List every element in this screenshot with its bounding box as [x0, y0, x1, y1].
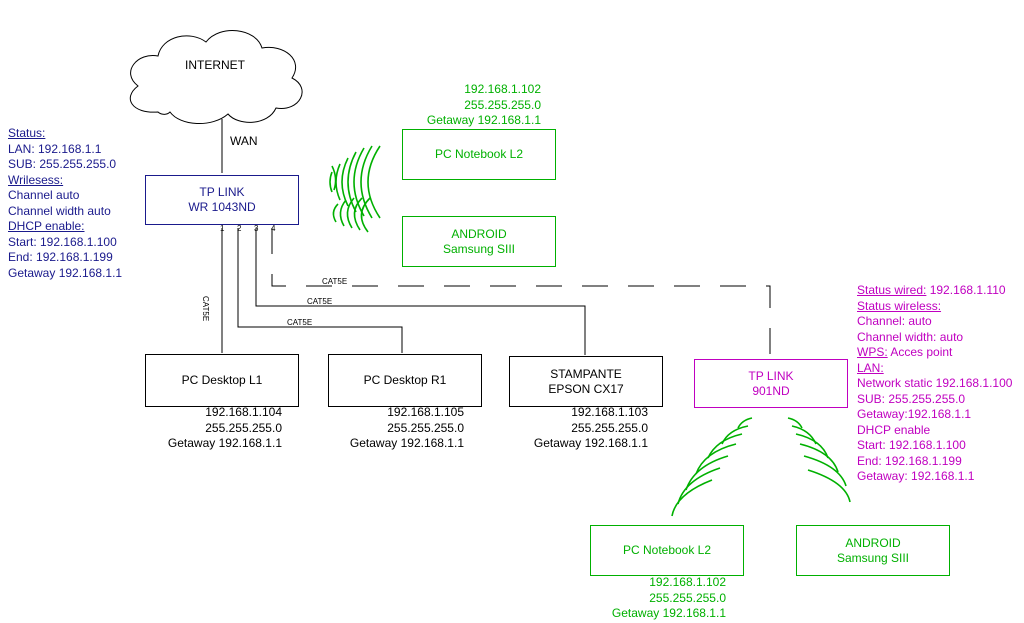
ap-status-wired: Status wired: 192.168.1.110 [857, 283, 1012, 299]
notebook-bottom-ip: 192.168.1.102 [649, 575, 726, 589]
router-dhcp-end: End: 192.168.1.199 [8, 250, 113, 264]
access-point-box: TP LINK 901ND [694, 359, 848, 408]
printer-gateway: Getaway 192.168.1.1 [533, 436, 648, 450]
router-gateway: Getaway 192.168.1.1 [8, 265, 123, 280]
desktop-l1-gateway: Getaway 192.168.1.1 [167, 436, 282, 450]
cable-port3-printer [255, 228, 586, 355]
printer-mask: 255.255.255.0 [571, 420, 648, 435]
router-dhcp-start: Start: 192.168.1.100 [8, 234, 117, 249]
notebook-top-gateway: Getaway 192.168.1.1 [426, 113, 541, 127]
cable-label-2: CAT5E [287, 318, 313, 327]
notebook-top-label: PC Notebook L2 [434, 147, 524, 161]
ap-gateway: Getaway:192.168.1.1 [857, 407, 972, 421]
router-main-model: WR 1043ND [188, 200, 256, 214]
android-top-name: ANDROID [451, 226, 507, 241]
cable-port2-desktop-r1 [237, 228, 403, 353]
desktop-r1-gateway: Getaway 192.168.1.1 [349, 436, 464, 450]
cable-label-3: CAT5E [307, 297, 333, 306]
desktop-l1-mask: 255.255.255.0 [205, 420, 282, 435]
ap-dhcp: DHCP enable [857, 422, 931, 437]
desktop-r1-addresses: 192.168.1.105 255.255.255.0 Getaway 192.… [340, 405, 464, 452]
printer-ip: 192.168.1.103 [571, 405, 648, 419]
android-top-model: Samsung SIII [442, 241, 516, 256]
ap-dhcp-start: Start: 192.168.1.100 [857, 438, 966, 452]
router-main-name: TP LINK [199, 185, 245, 199]
router-main-box: TP LINK WR 1043ND [145, 175, 299, 225]
ap-lan-heading: LAN: [857, 360, 884, 375]
desktop-l1-addresses: 192.168.1.104 255.255.255.0 Getaway 192.… [160, 405, 282, 452]
desktop-l1-label: PC Desktop L1 [181, 373, 263, 387]
router-info: Status: LAN: 192.168.1.1 SUB: 255.255.25… [8, 126, 122, 281]
ap-network: Network static 192.168.1.100 [857, 376, 1013, 390]
router-wireless-heading: Wrilesess: [8, 172, 64, 187]
printer-addresses: 192.168.1.103 255.255.255.0 Getaway 192.… [520, 405, 648, 452]
android-bottom-model: Samsung SIII [836, 550, 910, 565]
ap-wps-value: Acces point [887, 345, 953, 359]
ap-wps: WPS: Acces point [857, 345, 1012, 361]
notebook-top-mask: 255.255.255.0 [464, 97, 541, 112]
access-point-model: 901ND [752, 383, 790, 398]
wifi-waves-router [329, 145, 381, 233]
android-top-box: ANDROID Samsung SIII [402, 216, 556, 267]
notebook-bottom-box: PC Notebook L2 [590, 525, 744, 576]
router-port-4: 4 [271, 224, 276, 233]
router-port-3: 3 [254, 224, 259, 233]
notebook-bottom-gateway: Getaway 192.168.1.1 [611, 606, 726, 620]
ap-gateway-2: Getaway: 192.168.1.1 [857, 469, 975, 483]
ap-status-wired-heading: Status wired: [857, 283, 927, 297]
ap-dhcp-end: End: 192.168.1.199 [857, 453, 962, 468]
ap-channel-width: Channel width: auto [857, 329, 964, 344]
wifi-waves-ap [671, 417, 851, 517]
notebook-bottom-label: PC Notebook L2 [622, 543, 712, 557]
desktop-r1-mask: 255.255.255.0 [387, 420, 464, 435]
router-channel-width: Channel width auto [8, 203, 111, 218]
router-port-2: 2 [237, 224, 242, 233]
printer-name: STAMPANTE [550, 366, 622, 381]
internet-label: INTERNET [185, 58, 245, 72]
notebook-top-addresses: 192.168.1.102 255.255.255.0 Getaway 192.… [395, 82, 541, 129]
access-point-name: TP LINK [748, 368, 794, 383]
printer-model: EPSON CX17 [548, 381, 624, 396]
cable-label-4: CAT5E [322, 277, 348, 286]
access-point-info: Status wired: 192.168.1.110 Status wirel… [857, 283, 1012, 485]
cable-label-1: CAT5E [201, 296, 210, 322]
wan-label: WAN [230, 134, 258, 148]
notebook-bottom-addresses: 192.168.1.102 255.255.255.0 Getaway 192.… [600, 575, 726, 622]
ap-channel: Channel: auto [857, 314, 932, 328]
ap-status-wired-value: 192.168.1.110 [926, 283, 1006, 297]
ap-sub: SUB: 255.255.255.0 [857, 391, 966, 406]
ap-wps-heading: WPS: [857, 345, 888, 359]
ap-status-wireless-heading: Status wireless: [857, 298, 942, 313]
desktop-r1-label: PC Desktop R1 [363, 373, 447, 387]
router-status-heading: Status: [8, 126, 46, 140]
desktop-l1-ip: 192.168.1.104 [205, 405, 282, 419]
notebook-top-box: PC Notebook L2 [402, 129, 556, 180]
router-channel: Channel auto [8, 188, 80, 202]
printer-box: STAMPANTE EPSON CX17 [509, 356, 663, 407]
router-lan: LAN: 192.168.1.1 [8, 141, 102, 156]
router-dhcp-heading: DHCP enable: [8, 219, 85, 233]
android-bottom-name: ANDROID [845, 535, 901, 550]
notebook-top-ip: 192.168.1.102 [464, 82, 541, 96]
desktop-r1-box: PC Desktop R1 [328, 354, 482, 407]
router-port-1: 1 [220, 224, 225, 233]
notebook-bottom-mask: 255.255.255.0 [649, 590, 726, 605]
android-bottom-box: ANDROID Samsung SIII [796, 525, 950, 576]
router-sub: SUB: 255.255.255.0 [8, 157, 117, 171]
internet-cloud [129, 30, 303, 125]
desktop-l1-box: PC Desktop L1 [145, 354, 299, 407]
desktop-r1-ip: 192.168.1.105 [387, 405, 464, 419]
